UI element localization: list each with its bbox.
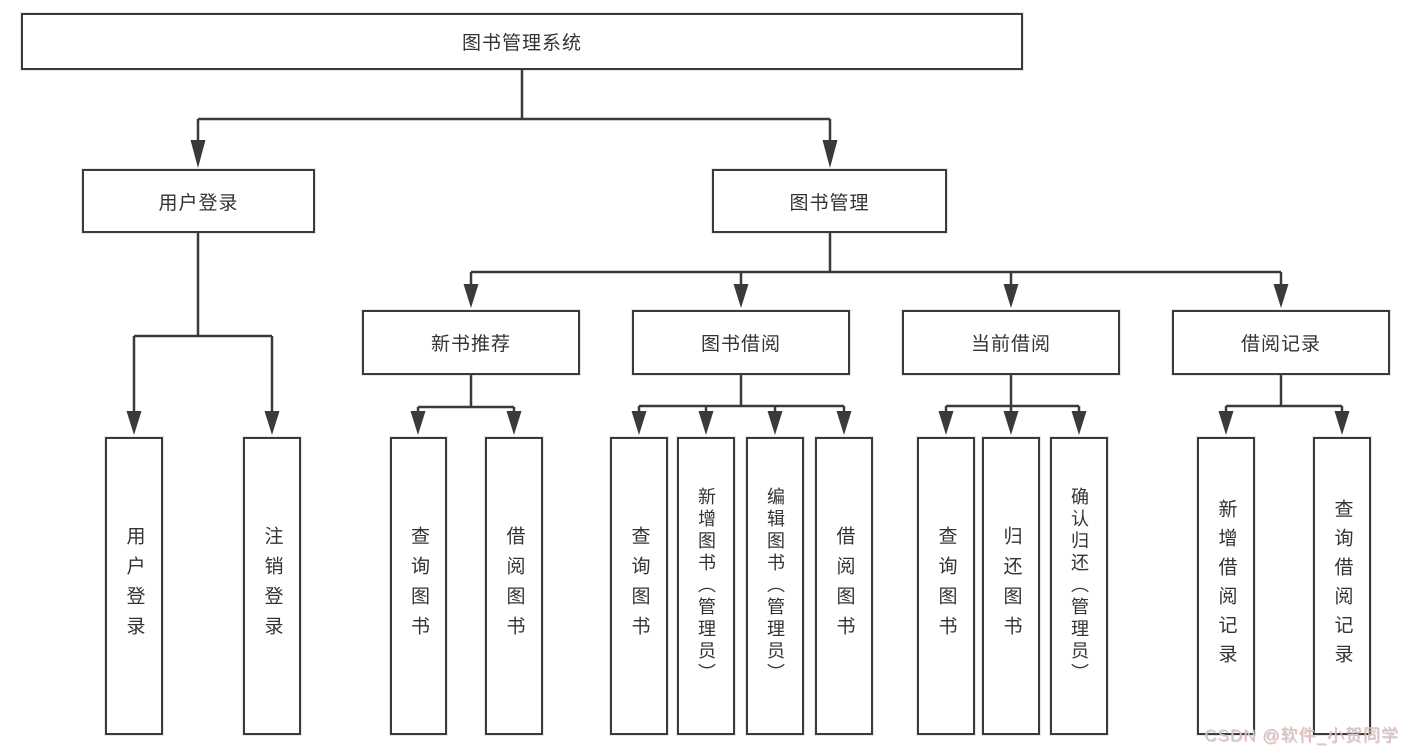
edge-records-to-leaves — [1224, 375, 1344, 416]
arrowhead — [1273, 284, 1289, 308]
edge-newbook-to-leaves — [416, 375, 516, 416]
leaf-user-login: 用户登录 — [105, 437, 163, 735]
node-book-management: 图书管理 — [712, 169, 947, 233]
leaf-borrow-books-recommend: 借阅图书 — [485, 437, 543, 735]
edge-userlogin-to-leaves — [132, 233, 274, 416]
node-new-book-recommend: 新书推荐 — [362, 310, 580, 375]
node-label: 当前借阅 — [970, 334, 1051, 355]
arrowhead — [1218, 411, 1234, 435]
node-label: 编辑图书（管理员） — [765, 487, 785, 685]
csdn-watermark: CSDN @软件_小贺同学 — [1204, 726, 1399, 745]
leaf-query-books-current: 查询图书 — [917, 437, 975, 735]
arrowhead — [506, 411, 522, 435]
arrowhead — [631, 411, 647, 435]
node-label: 新增图书（管理员） — [696, 487, 716, 685]
arrowhead — [767, 411, 783, 435]
node-label: 注销登录 — [261, 526, 283, 646]
edge-borrow-to-leaves — [637, 375, 846, 416]
edge-current-to-leaves — [944, 375, 1081, 416]
arrowhead — [410, 411, 426, 435]
arrowhead — [698, 411, 714, 435]
arrowhead — [733, 284, 749, 308]
arrowhead — [1071, 411, 1087, 435]
node-label: 图书管理 — [789, 192, 870, 214]
arrowhead — [822, 140, 838, 168]
node-user-login: 用户登录 — [82, 169, 315, 233]
leaf-add-book-admin: 新增图书（管理员） — [677, 437, 735, 735]
node-borrowing-records: 借阅记录 — [1172, 310, 1390, 375]
node-book-borrowing: 图书借阅 — [632, 310, 850, 375]
leaf-edit-book-admin: 编辑图书（管理员） — [746, 437, 804, 735]
arrowhead — [463, 284, 479, 308]
node-label: 查询图书 — [935, 526, 957, 646]
arrowhead — [1003, 411, 1019, 435]
edge-bookmgmt-to-level3 — [469, 233, 1283, 289]
leaf-add-borrow-record: 新增借阅记录 — [1197, 437, 1255, 735]
node-root-library-system: 图书管理系统 — [21, 13, 1023, 70]
node-label: 新书推荐 — [430, 334, 511, 355]
node-label: 借阅记录 — [1240, 334, 1321, 355]
arrowhead — [1334, 411, 1350, 435]
arrowhead — [126, 411, 142, 435]
arrowhead — [264, 411, 280, 435]
node-label: 图书管理系统 — [461, 33, 582, 54]
node-label: 确认归还（管理员） — [1069, 487, 1089, 685]
leaf-query-books-recommend: 查询图书 — [390, 437, 447, 735]
node-label: 归还图书 — [1000, 526, 1022, 646]
node-label: 查询图书 — [408, 526, 429, 646]
arrowheads — [126, 140, 1350, 435]
node-label: 用户登录 — [123, 526, 145, 646]
leaf-return-book: 归还图书 — [982, 437, 1040, 735]
leaf-borrow-books: 借阅图书 — [815, 437, 873, 735]
edge-root-to-level2 — [196, 70, 832, 145]
node-label: 新增借阅记录 — [1215, 499, 1237, 673]
leaf-confirm-return-admin: 确认归还（管理员） — [1050, 437, 1108, 735]
leaf-logout: 注销登录 — [243, 437, 301, 735]
arrowhead — [1003, 284, 1019, 308]
node-label: 借阅图书 — [503, 526, 525, 646]
arrowhead — [938, 411, 954, 435]
arrowhead — [190, 140, 206, 168]
node-label: 借阅图书 — [833, 526, 855, 646]
node-label: 查询图书 — [628, 526, 650, 646]
node-current-borrowing: 当前借阅 — [902, 310, 1120, 375]
node-label: 图书借阅 — [700, 334, 781, 355]
node-label: 用户登录 — [158, 192, 239, 214]
leaf-query-books-borrow: 查询图书 — [610, 437, 668, 735]
leaf-query-borrow-record: 查询借阅记录 — [1313, 437, 1371, 735]
node-label: 查询借阅记录 — [1331, 499, 1353, 673]
arrowhead — [836, 411, 852, 435]
